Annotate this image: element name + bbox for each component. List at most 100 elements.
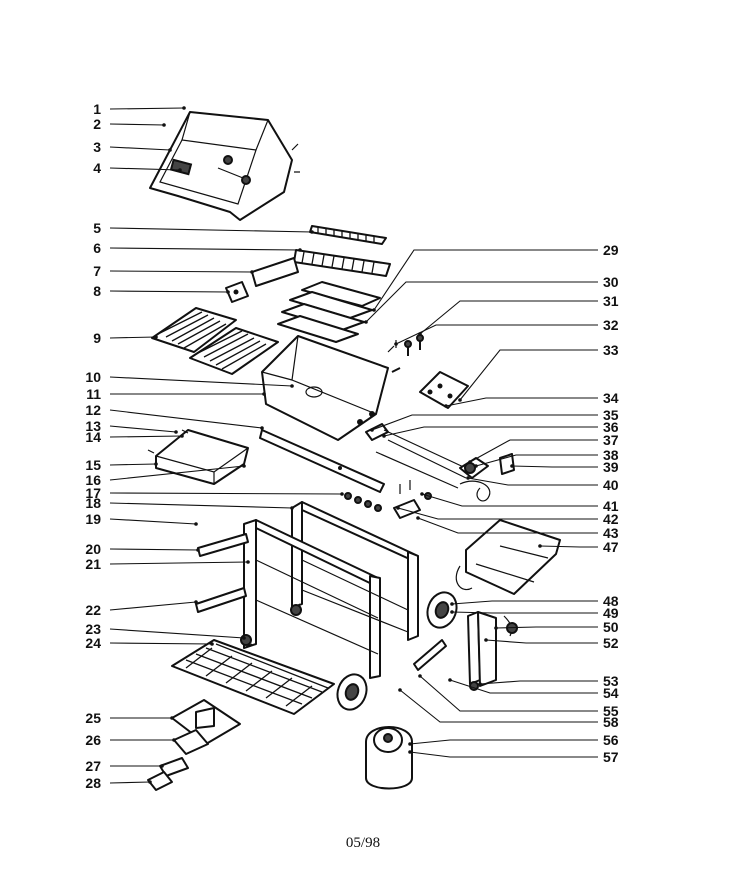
callout-number: 5 (93, 220, 101, 236)
callout-13: 13 (85, 418, 178, 434)
leader-dot (290, 506, 294, 510)
cooking-rack (293, 249, 391, 277)
leader-dot (408, 750, 412, 754)
front-panel (259, 429, 385, 512)
leader-line (109, 642, 213, 645)
leader-dot (154, 462, 158, 466)
callout-58: 58 (398, 688, 619, 730)
cookbox (261, 335, 397, 441)
callout-18: 18 (85, 495, 294, 511)
callout-6: 6 (93, 240, 302, 256)
leader-dot (172, 738, 176, 742)
callout-38: 38 (474, 447, 619, 468)
leader-line (397, 507, 598, 520)
leader-dot (262, 392, 266, 396)
leader-dot (450, 610, 454, 614)
callout-48: 48 (450, 593, 619, 609)
leader-line (109, 601, 197, 611)
footer-date: 05/98 (346, 835, 380, 851)
callout-40: 40 (466, 476, 619, 493)
callout-28: 28 (85, 775, 152, 791)
warming-rack (309, 225, 387, 245)
callout-19: 19 (85, 511, 198, 527)
callout-number: 26 (85, 732, 101, 748)
leader-line (449, 679, 598, 694)
leader-line (445, 397, 598, 407)
leader-dot (162, 123, 166, 127)
callout-number: 22 (85, 602, 101, 618)
callout-35: 35 (370, 407, 619, 432)
leader-dot (168, 148, 172, 152)
callout-number: 1 (93, 101, 101, 117)
leader-line (109, 123, 165, 126)
callout-15: 15 (85, 457, 158, 473)
cart-frame (195, 501, 419, 679)
leader-line (109, 628, 245, 639)
leader-dot (250, 270, 254, 274)
left-callout-column: 1234567891011121314151617181920212223242… (85, 101, 344, 791)
leader-line (459, 349, 598, 401)
callout-3: 3 (93, 139, 172, 155)
callout-9: 9 (93, 330, 158, 346)
leader-line (109, 492, 343, 495)
callout-number: 18 (85, 495, 101, 511)
leader-dot (196, 548, 200, 552)
flavorizer-bars (277, 281, 381, 343)
catch-pan-assembly (147, 699, 241, 791)
leader-line (417, 517, 598, 534)
callout-number: 21 (85, 556, 101, 572)
callout-number: 33 (603, 342, 619, 358)
callout-number: 7 (93, 263, 101, 279)
leader-line (109, 502, 293, 509)
leader-dot (340, 492, 344, 496)
callout-36: 36 (382, 419, 619, 438)
callout-number: 43 (603, 525, 619, 541)
callout-14: 14 (85, 429, 184, 445)
leader-dot (290, 384, 294, 388)
leader-line (109, 227, 313, 233)
callout-number: 54 (603, 685, 619, 701)
grill-lid (149, 111, 300, 221)
leader-dot (382, 434, 386, 438)
callout-55: 55 (418, 674, 619, 719)
callout-number: 56 (603, 732, 619, 748)
callout-29: 29 (372, 242, 619, 312)
leader-dot (396, 506, 400, 510)
leader-line (109, 409, 263, 429)
leader-line (109, 247, 301, 251)
callout-12: 12 (85, 402, 264, 430)
leader-dot (444, 404, 448, 408)
leader-dot (160, 764, 164, 768)
callout-number: 12 (85, 402, 101, 418)
leader-dot (210, 642, 214, 646)
leader-dot (478, 682, 482, 686)
callout-number: 19 (85, 511, 101, 527)
callout-7: 7 (93, 263, 254, 279)
callout-number: 25 (85, 710, 101, 726)
leader-dot (170, 716, 174, 720)
callout-number: 34 (603, 390, 619, 406)
leader-dot (394, 342, 398, 346)
leader-line (399, 689, 598, 723)
callout-16: 16 (85, 464, 246, 488)
callout-10: 10 (85, 369, 294, 388)
callout-30: 30 (364, 274, 619, 324)
leader-dot (242, 636, 246, 640)
callout-number: 6 (93, 240, 101, 256)
callout-47: 47 (538, 539, 619, 555)
leader-dot (538, 544, 542, 548)
callout-number: 8 (93, 283, 101, 299)
leader-dot (182, 106, 186, 110)
callout-number: 57 (603, 749, 619, 765)
leader-dot (154, 335, 158, 339)
callout-41: 41 (420, 492, 619, 514)
callout-number: 35 (603, 407, 619, 423)
callout-11: 11 (86, 386, 266, 402)
leader-line (109, 463, 157, 466)
leader-dot (260, 426, 264, 430)
callout-number: 48 (603, 593, 619, 609)
leader-dot (408, 742, 412, 746)
leader-dot (468, 460, 472, 464)
callout-57: 57 (408, 749, 619, 765)
